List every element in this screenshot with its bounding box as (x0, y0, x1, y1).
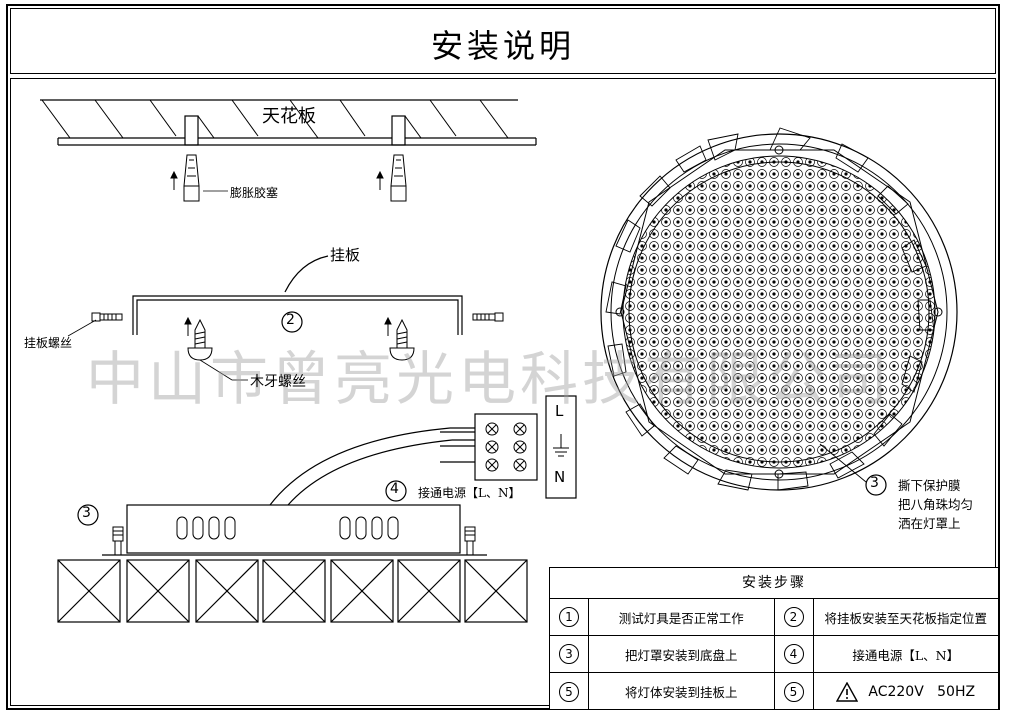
outer-frame (6, 4, 1000, 710)
watermark: 中山市曾亮光电科技有限公司 (86, 345, 893, 413)
step-text: 将灯体安装到挂板上 (589, 673, 775, 710)
step-number: 2 (783, 607, 804, 627)
hanger-screw-label: 挂板螺丝 (24, 336, 73, 350)
arrow-up-icons (170, 170, 392, 336)
power-cable (269, 427, 475, 506)
voltage-text: AC220V 50HZ (868, 683, 976, 700)
ceiling (40, 99, 537, 146)
terminal-labels-box (545, 395, 577, 499)
title-box: 安装说明 (10, 8, 996, 74)
tear-film-label-1: 撕下保护膜 (898, 478, 961, 493)
steps-row: 3 把灯罩安装到底盘上 4 接通电源【L、N】 (550, 636, 998, 673)
hanger-plate-label: 挂板 (330, 246, 361, 264)
anchor-label: 膨胀胶塞 (230, 186, 279, 200)
hanger-screw-right (472, 312, 504, 322)
wood-screw-right (389, 318, 415, 361)
tear-film-label-2: 把八角珠均匀 (898, 497, 974, 512)
step-number: 4 (783, 644, 804, 664)
step-marker-2 (281, 311, 303, 333)
step-marker-3-left-number: 3 (82, 505, 91, 521)
installation-steps-table: 安装步骤 1 测试灯具是否正常工作 2 将挂板安装至天花板指定位置 3 把灯罩安… (549, 567, 999, 710)
crystal-blocks (57, 559, 528, 623)
step-text: 接通电源【L、N】 (852, 647, 960, 663)
step-text: 将挂板安装至天花板指定位置 (824, 610, 987, 626)
power-label: 接通电源【L、N】 (418, 486, 521, 500)
step-text: 测试灯具是否正常工作 (589, 599, 775, 635)
terminal-N-label: N (554, 468, 566, 486)
driver-box (126, 504, 461, 554)
steps-header: 安装步骤 (550, 568, 998, 599)
step-number: 1 (559, 607, 579, 627)
lamp-top-view (600, 127, 958, 491)
anchor-left (183, 154, 200, 202)
step-marker-3-left (77, 504, 99, 526)
step-marker-3-right (865, 474, 887, 496)
step-marker-4-number: 4 (390, 481, 399, 497)
step-text: 把灯罩安装到底盘上 (589, 636, 775, 672)
ceiling-label: 天花板 (262, 106, 316, 127)
wood-screw-label: 木牙螺丝 (250, 374, 306, 390)
step-marker-4 (385, 480, 407, 502)
hanger-plate (132, 255, 463, 335)
tear-film-label-3: 洒在灯罩上 (898, 516, 961, 531)
terminal-block (474, 413, 538, 481)
anchor-right (390, 154, 407, 202)
step-number: 5 (783, 681, 804, 702)
ground-icon (553, 434, 569, 457)
voltage-warning: AC220V 50HZ (836, 681, 976, 702)
page-title: 安装说明 (430, 27, 575, 65)
step-number: 5 (559, 681, 579, 702)
warning-triangle-icon (836, 681, 859, 702)
step-marker-2-number: 2 (286, 312, 295, 328)
step-marker-3-right-number: 3 (870, 475, 879, 491)
terminal-L-label: L (555, 402, 564, 420)
hanger-screw-left (91, 312, 123, 322)
step-number: 3 (559, 644, 579, 664)
main-drawing-area (10, 78, 996, 706)
steps-row: 5 将灯体安装到挂板上 5 AC220V 50HZ (550, 673, 998, 710)
base-posts (102, 526, 487, 556)
steps-row: 1 测试灯具是否正常工作 2 将挂板安装至天花板指定位置 (550, 599, 998, 636)
